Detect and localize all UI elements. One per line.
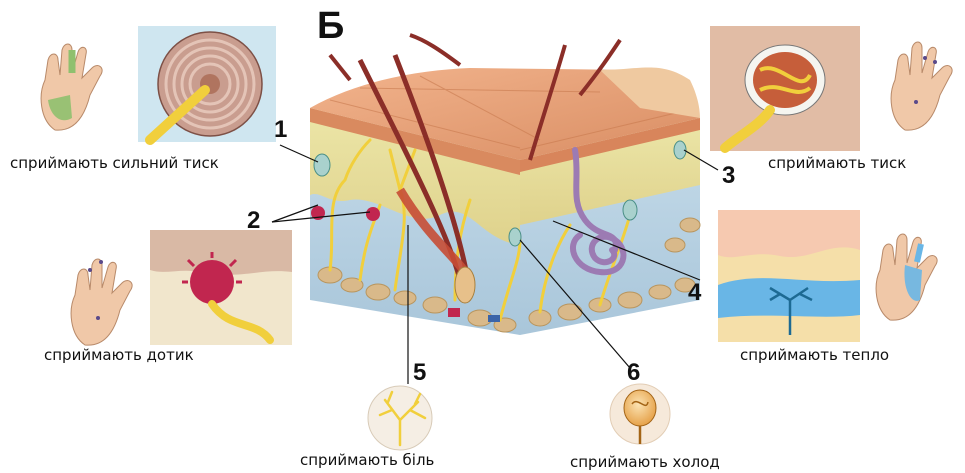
panel-strong-pressure: 1 — [41, 26, 318, 162]
section-letter: Б — [317, 5, 344, 47]
caption-touch: сприймають дотик — [44, 346, 194, 364]
hand-icon-2 — [71, 259, 132, 345]
caption-warmth: сприймають тепло — [740, 346, 889, 364]
caption-pressure: сприймають тиск — [768, 154, 906, 172]
cold-bulb-icon — [610, 384, 670, 444]
hand-icon-3 — [891, 42, 952, 130]
hand-icon-1 — [41, 44, 102, 130]
label-number-3: 3 — [722, 162, 735, 189]
label-number-6: 6 — [627, 359, 640, 386]
label-number-2: 2 — [247, 207, 260, 234]
caption-pain: сприймають біль — [300, 451, 434, 469]
label-number-1: 1 — [274, 116, 287, 143]
caption-strong-pressure: сприймають сильний тиск — [10, 154, 219, 172]
label-number-4: 4 — [688, 279, 702, 306]
caption-cold: сприймають холод — [570, 453, 720, 471]
hand-icon-4 — [876, 234, 937, 320]
label-number-5: 5 — [413, 359, 426, 386]
free-nerve-ending-icon — [368, 386, 432, 450]
skin-block — [310, 35, 700, 335]
